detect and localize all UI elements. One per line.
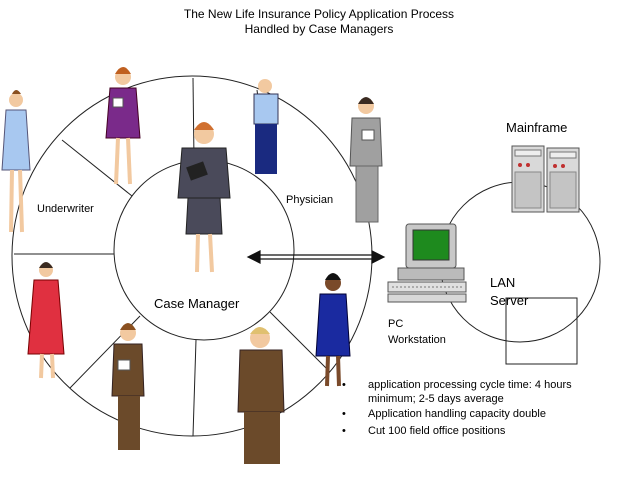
wheel-spoke (61, 139, 133, 197)
person-icon (111, 323, 145, 450)
bullet-text: Cut 100 field office positions (368, 425, 506, 437)
lan-server-box (505, 297, 578, 365)
physician-label: Physician (286, 194, 334, 206)
lan-label: LAN (490, 275, 516, 290)
person-icon (237, 327, 285, 464)
outer-ring (11, 75, 373, 437)
person-icon (253, 79, 279, 174)
wheel-spoke (192, 339, 197, 437)
wheel-spoke (192, 77, 195, 161)
person-icon (177, 122, 231, 273)
bullet-text: Application handling capacity double (368, 408, 546, 420)
pc-label: PC (388, 318, 404, 330)
underwriter-label: Underwriter (37, 203, 94, 215)
person-icon (349, 97, 383, 223)
bullet-glyph: • (342, 379, 346, 391)
bullet-item: • Application handling capacity double (342, 407, 632, 421)
person-icon (315, 273, 351, 387)
server-icon (511, 145, 580, 213)
wheel-spoke (269, 311, 331, 373)
process-wheel (11, 75, 373, 437)
bullet-text: application processing cycle time: 4 hou… (368, 379, 572, 405)
bullet-glyph: • (342, 408, 346, 420)
bullet-glyph: • (342, 425, 346, 437)
diagram-subtitle: Handled by Case Managers (244, 22, 394, 36)
person-icon (27, 262, 65, 379)
server-label: Server (490, 293, 529, 308)
person-icon (1, 90, 31, 233)
bullet-item: • Cut 100 field office positions (342, 424, 632, 438)
workstation-label: Workstation (388, 334, 446, 346)
computer-icon (387, 223, 467, 303)
double-arrow-icon (246, 250, 386, 264)
diagram-title: The New Life Insurance Policy Applicatio… (183, 7, 455, 21)
bullet-item: • application processing cycle time: 4 h… (342, 378, 632, 406)
person-icon (105, 67, 141, 185)
mainframe-label: Mainframe (506, 120, 568, 135)
case-manager-label: Case Manager (154, 296, 240, 311)
